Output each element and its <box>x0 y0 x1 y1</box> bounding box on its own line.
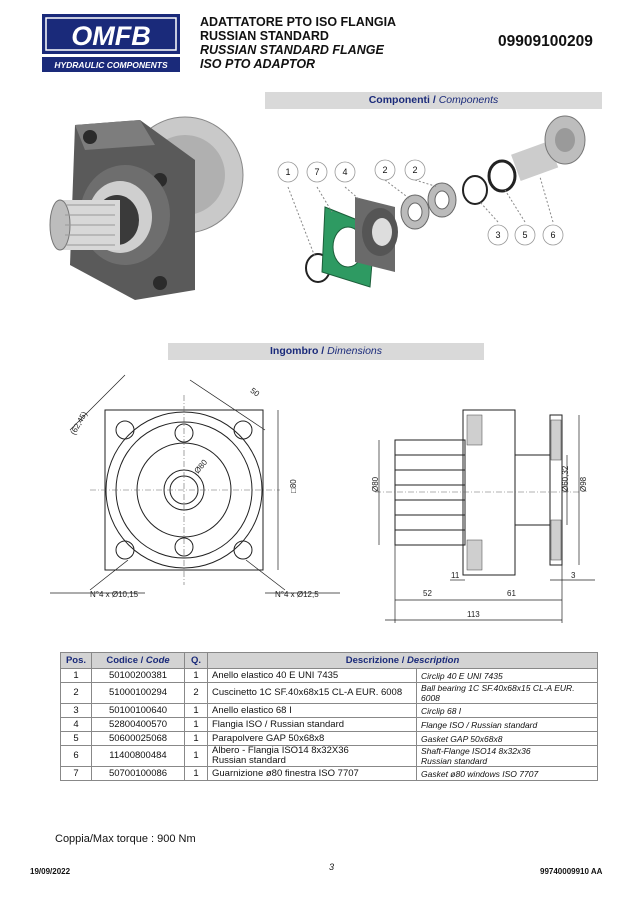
col-description: Descrizione / Description <box>207 652 598 669</box>
col-pos: Pos. <box>60 652 92 669</box>
front-view-drawing: (62,45) 50 Ø80 □80 N°4 x Ø10,15 N°4 x Ø1… <box>50 374 340 599</box>
callout-6: 6 <box>550 230 555 240</box>
omfb-logo: OMFB HYDRAULIC COMPONENTS <box>42 14 180 72</box>
side-dim-3: 3 <box>571 571 576 580</box>
footer-date: 19/09/2022 <box>30 867 71 876</box>
title-line-3: RUSSIAN STANDARD FLANGE <box>200 43 384 57</box>
dimensions-label-en: Dimensions <box>327 345 383 357</box>
dimensions-section-bar: Ingombro / Dimensions <box>168 343 484 360</box>
dimensions-label-it: Ingombro / <box>269 345 325 357</box>
components-label-en: Components <box>438 94 499 106</box>
page-number: 3 <box>329 862 335 872</box>
dim-50: 50 <box>249 386 262 399</box>
table-header-row: Pos. Codice / Code Q. Descrizione / Desc… <box>60 652 598 669</box>
side-dim-80: Ø80 <box>371 476 380 492</box>
logo-subtitle: HYDRAULIC COMPONENTS <box>54 60 168 70</box>
side-dim-113: 113 <box>467 610 480 619</box>
callout-7: 7 <box>314 167 319 177</box>
dim-80-dia: Ø80 <box>193 457 210 475</box>
col-qty: Q. <box>184 652 208 669</box>
max-torque: Coppia/Max torque : 900 Nm <box>55 833 196 845</box>
side-dim-98: Ø98 <box>579 476 588 492</box>
col-code: Codice / Code <box>91 652 185 669</box>
side-dim-61: 61 <box>507 589 516 598</box>
components-table: Pos. Codice / Code Q. Descrizione / Desc… <box>60 652 598 781</box>
callout-1: 1 <box>285 167 290 177</box>
holes-left: N°4 x Ø10,15 <box>90 590 139 599</box>
callout-4: 4 <box>342 167 347 177</box>
holes-right: N°4 x Ø12,5 <box>275 590 319 599</box>
components-label-it: Componenti / <box>368 94 436 106</box>
callout-2a: 2 <box>382 165 387 175</box>
title-line-4: ISO PTO ADAPTOR <box>200 57 316 71</box>
side-dim-6032: Ø60,32 <box>561 465 570 492</box>
document-ref: 99740009910 AA <box>540 867 603 876</box>
side-dim-52: 52 <box>423 589 432 598</box>
callout-2b: 2 <box>412 165 417 175</box>
dim-6245: (62,45) <box>69 410 90 437</box>
side-dim-11: 11 <box>451 571 460 580</box>
callout-5: 5 <box>522 230 527 240</box>
dim-80-sq: □80 <box>289 479 298 493</box>
side-view-drawing: Ø80 Ø60,32 Ø98 11 3 52 61 113 <box>371 409 595 623</box>
logo-text: OMFB <box>71 21 150 51</box>
components-section-bar: Componenti / Components <box>265 92 602 109</box>
title-line-2: RUSSIAN STANDARD <box>200 29 329 43</box>
callout-3: 3 <box>495 230 500 240</box>
title-line-1: ADATTATORE PTO ISO FLANGIA <box>200 15 397 29</box>
part-code: 09909100209 <box>498 33 593 50</box>
exploded-view: 1 7 4 2 2 3 5 6 <box>277 115 586 288</box>
product-render <box>49 116 244 300</box>
